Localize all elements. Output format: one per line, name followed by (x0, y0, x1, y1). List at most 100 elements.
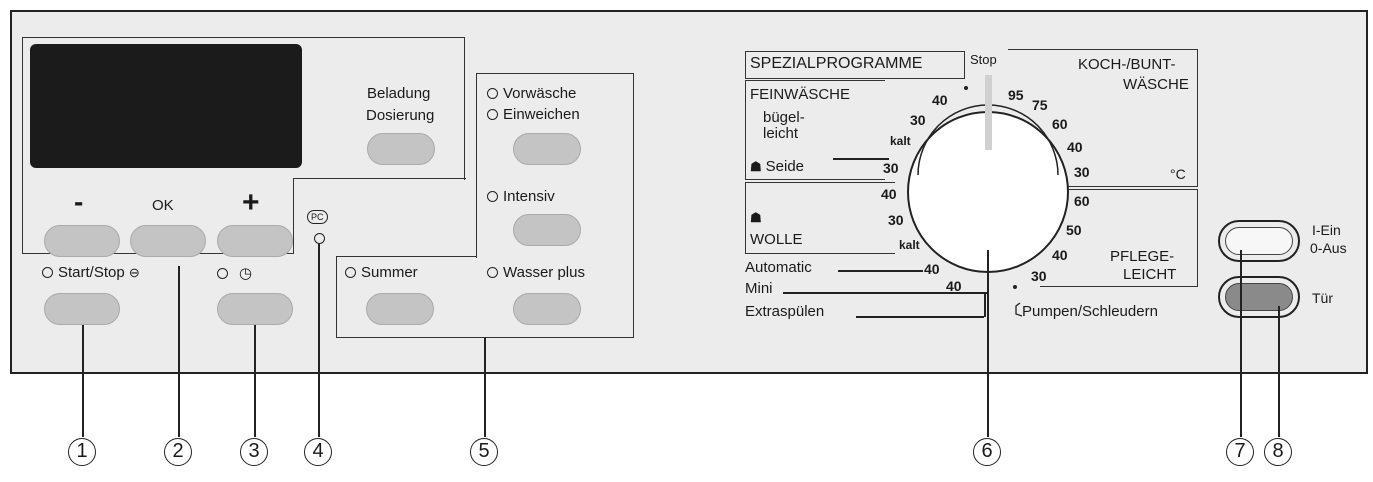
timer-led (217, 268, 228, 279)
automatic-leader (838, 270, 923, 272)
options-frame-lower (336, 256, 634, 338)
wasser-plus-label: Wasser plus (487, 264, 585, 281)
wolle-icon: ☗ (750, 210, 762, 225)
temp-right-7: 50 (1066, 222, 1082, 238)
wolle-frame (745, 182, 895, 254)
koch-label-2: WÄSCHE (1123, 76, 1189, 93)
callout-4-line (318, 244, 320, 437)
intensiv-button[interactable] (513, 214, 581, 246)
callout-7: 7 (1226, 438, 1254, 466)
minus-button[interactable] (44, 225, 120, 257)
pflege-label-1: PFLEGE- (1110, 248, 1175, 265)
temp-left-1: 40 (932, 92, 948, 108)
callout-8: 8 (1264, 438, 1292, 466)
lcd-display (30, 44, 302, 168)
intensiv-led (487, 191, 498, 202)
start-stop-icon: ⊖ (128, 265, 140, 280)
stop-label: Stop (970, 52, 997, 67)
extraspuelen-label: Extraspülen (745, 303, 825, 320)
pumpen-leader (1015, 302, 1023, 317)
seide-label: ☗Seide (750, 158, 804, 175)
mini-label: Mini (745, 280, 773, 297)
seide-icon: ☗ (750, 159, 762, 174)
extra-leader (856, 316, 984, 318)
vorwaesche-einweichen-button[interactable] (513, 133, 581, 165)
pc-led (314, 233, 325, 244)
power-on-label: I-Ein (1312, 222, 1341, 238)
callout-6: 6 (973, 438, 1001, 466)
buegel-label-2: leicht (763, 125, 799, 142)
dosierung-label: Dosierung (366, 107, 435, 124)
timer-icon: ◷ (239, 265, 253, 282)
callout-5-line (484, 338, 486, 437)
temp-left-4: 30 (883, 160, 899, 176)
intensiv-text: Intensiv (503, 188, 555, 205)
intensiv-label: Intensiv (487, 188, 555, 205)
summer-label: Summer (345, 264, 418, 281)
vorwaesche-text: Vorwäsche (503, 85, 577, 102)
callout-2: 2 (164, 438, 192, 466)
summer-button[interactable] (366, 293, 434, 325)
door-button[interactable] (1218, 276, 1300, 318)
callout-3-line (254, 325, 256, 437)
ok-label: OK (152, 197, 174, 214)
door-button-inner (1225, 283, 1293, 311)
start-stop-led (42, 267, 53, 278)
temp-left-5: 40 (881, 186, 897, 202)
automatic-label: Automatic (745, 259, 812, 276)
pflege-frame (1040, 189, 1198, 287)
temp-left-9: 40 (946, 278, 962, 294)
temp-right-9: 30 (1031, 268, 1047, 284)
display-group-frame (22, 37, 465, 180)
vorwaesche-label: Vorwäsche (487, 85, 576, 102)
callout-2-line (178, 266, 180, 437)
ok-button[interactable] (130, 225, 206, 257)
seide-leader (833, 158, 889, 160)
fein-label: FEINWÄSCHE (750, 86, 851, 103)
callout-8-line (1278, 306, 1280, 437)
start-stop-label: Start/Stop ⊖ (42, 264, 140, 281)
callout-6-line (987, 250, 989, 437)
koch-label-1: KOCH-/BUNT- (1078, 56, 1176, 73)
temp-left-6: 30 (888, 212, 904, 228)
callout-1-line (82, 325, 84, 437)
power-button-inner (1225, 227, 1293, 255)
power-button[interactable] (1218, 220, 1300, 262)
summer-led (345, 267, 356, 278)
buegel-label-1: bügel- (763, 109, 805, 126)
callout-3: 3 (240, 438, 268, 466)
wasser-plus-text: Wasser plus (503, 264, 585, 281)
timer-label: ◷ (217, 264, 252, 282)
wasser-plus-button[interactable] (513, 293, 581, 325)
temp-left-8: 40 (924, 261, 940, 277)
summer-text: Summer (361, 264, 418, 281)
wolle-label: WOLLE (750, 231, 803, 248)
plus-button[interactable] (217, 225, 293, 257)
dial-dot-top (964, 86, 968, 90)
timer-button[interactable] (217, 293, 293, 325)
power-off-label: 0-Aus (1310, 240, 1347, 256)
start-stop-text: Start/Stop (58, 264, 125, 281)
callout-5: 5 (470, 438, 498, 466)
pumpen-label: Pumpen/Schleudern (1022, 303, 1158, 320)
callout-4: 4 (304, 438, 332, 466)
einweichen-led (487, 109, 498, 120)
temp-left-7: kalt (899, 238, 920, 252)
options-frame-upper (476, 73, 634, 258)
start-stop-button[interactable] (44, 293, 120, 325)
temp-right-3: 60 (1052, 116, 1068, 132)
fein-frame (745, 80, 885, 180)
dial-dot-bottom (1013, 285, 1017, 289)
temp-right-4: 40 (1067, 139, 1083, 155)
temp-left-3: kalt (890, 134, 911, 148)
beladung-dosierung-button[interactable] (367, 133, 435, 165)
callout-1: 1 (68, 438, 96, 466)
temp-right-8: 40 (1052, 247, 1068, 263)
temp-right-5: 30 (1074, 164, 1090, 180)
vorwaesche-led (487, 88, 498, 99)
beladung-label: Beladung (367, 85, 431, 102)
temp-right-2: 75 (1032, 97, 1048, 113)
temp-right-6: 60 (1074, 193, 1090, 209)
einweichen-text: Einweichen (503, 106, 580, 123)
